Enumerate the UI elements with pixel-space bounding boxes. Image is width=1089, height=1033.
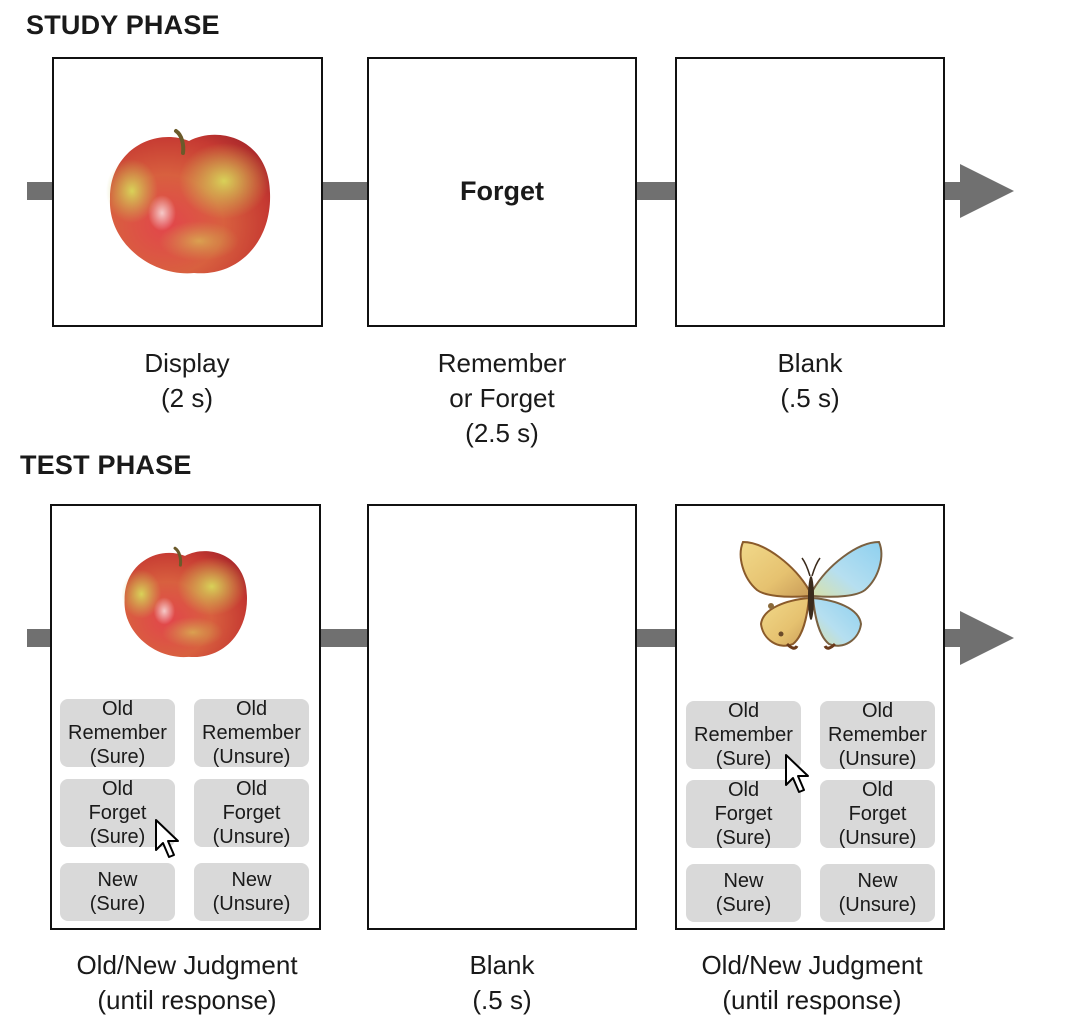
timeline-arrow-icon	[960, 164, 1014, 218]
timeline-connector	[27, 182, 54, 200]
study-frame-cue: Forget	[367, 57, 637, 327]
new-unsure-button[interactable]: New(Unsure)	[194, 863, 309, 921]
timeline-connector	[944, 629, 964, 647]
timeline-connector	[944, 182, 964, 200]
apple-icon	[121, 546, 248, 658]
test-caption-judgment-2: Old/New Judgment (until response)	[701, 950, 923, 1015]
study-caption-blank: Blank (.5 s)	[777, 348, 843, 413]
test-frame-blank	[367, 504, 637, 930]
test-phase-title: TEST PHASE	[20, 450, 192, 480]
timeline-arrow-icon	[960, 611, 1014, 665]
test-caption-blank: Blank (.5 s)	[469, 950, 535, 1015]
timeline-connector	[636, 629, 676, 647]
mouse-pointer-icon	[155, 819, 179, 858]
timeline-connector	[27, 629, 52, 647]
forget-cue-text: Forget	[460, 176, 544, 206]
timeline-connector	[636, 182, 676, 200]
test-caption-judgment-1: Old/New Judgment (until response)	[76, 950, 298, 1015]
study-caption-remember-forget: Remember or Forget (2.5 s)	[437, 348, 567, 448]
apple-icon	[106, 129, 271, 274]
new-unsure-button[interactable]: New(Unsure)	[820, 864, 935, 922]
study-frame-display	[52, 57, 323, 327]
study-frame-blank	[675, 57, 945, 327]
timeline-connector	[322, 182, 368, 200]
mouse-pointer-icon	[785, 754, 809, 793]
study-phase-title: STUDY PHASE	[26, 10, 220, 40]
timeline-connector	[320, 629, 368, 647]
butterfly-icon	[739, 540, 883, 650]
new-sure-button[interactable]: New(Sure)	[60, 863, 175, 921]
new-sure-button[interactable]: New(Sure)	[686, 864, 801, 922]
study-caption-display: Display (2 s)	[144, 348, 230, 413]
